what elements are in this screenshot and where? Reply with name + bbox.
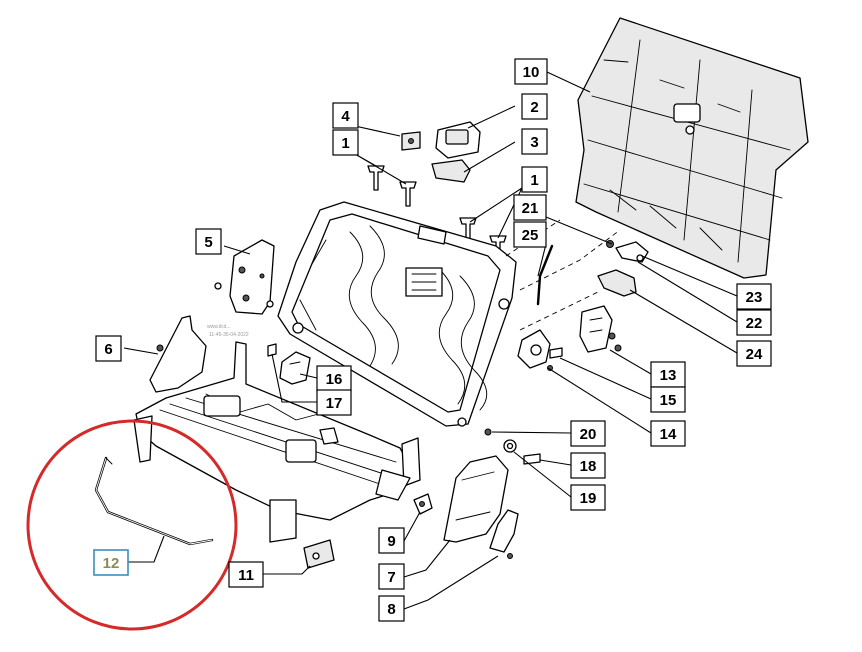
callout-10: 10 xyxy=(514,58,548,85)
callout-13: 13 xyxy=(650,361,686,388)
part-20-washer xyxy=(484,428,492,436)
callout-4: 4 xyxy=(332,102,359,129)
part-22-23-latch xyxy=(615,241,649,263)
callout-16: 16 xyxy=(316,365,352,392)
part-24-cover xyxy=(597,269,637,297)
part-11-foot xyxy=(303,539,335,569)
svg-text:1: 1 xyxy=(341,135,349,152)
svg-text:11: 11 xyxy=(238,567,254,584)
callout-18: 18 xyxy=(570,452,606,479)
svg-text:7: 7 xyxy=(387,569,395,586)
part-17-bolt xyxy=(267,343,277,357)
callout-17: 17 xyxy=(316,389,352,416)
svg-text:22: 22 xyxy=(746,315,763,332)
callout-1-right: 1 xyxy=(521,166,548,193)
part-4-plate xyxy=(401,131,421,151)
seat-back-frame xyxy=(277,201,517,427)
svg-text:16: 16 xyxy=(326,371,343,388)
callout-6: 6 xyxy=(95,335,122,362)
part-8-lever xyxy=(489,509,519,559)
callout-23: 23 xyxy=(736,283,772,310)
part-9-bushing xyxy=(413,493,433,515)
highlight-circle xyxy=(26,419,238,631)
svg-text:18: 18 xyxy=(580,458,597,475)
callout-11: 11 xyxy=(228,561,264,588)
part-19-ring xyxy=(503,439,517,453)
svg-text:25: 25 xyxy=(522,227,539,244)
leader-lines xyxy=(123,71,738,610)
callout-8: 8 xyxy=(378,595,405,622)
part-18-bolt xyxy=(523,453,541,465)
svg-text:9: 9 xyxy=(387,533,395,550)
part-7-side-trim xyxy=(443,455,509,543)
part-15-bolt xyxy=(547,347,563,371)
part-12-cable xyxy=(94,456,214,546)
part-6-trim xyxy=(149,315,207,393)
callout-22: 22 xyxy=(736,309,772,336)
callout-19: 19 xyxy=(570,484,606,511)
svg-text:13: 13 xyxy=(660,367,677,384)
assembly-dash-lines xyxy=(505,219,621,331)
callout-20: 20 xyxy=(570,420,606,447)
part-5-bracket xyxy=(214,239,275,315)
callout-9: 9 xyxy=(378,527,405,554)
svg-text:6: 6 xyxy=(104,341,112,358)
svg-text:8: 8 xyxy=(387,601,395,618)
svg-text:10: 10 xyxy=(523,64,540,81)
part-3-cover xyxy=(431,159,471,183)
callout-24: 24 xyxy=(736,340,772,367)
part-21-washer xyxy=(606,240,614,248)
watermark-line-1: www.ilcd... xyxy=(207,324,231,330)
callout-15: 15 xyxy=(650,386,686,413)
callout-14: 14 xyxy=(650,420,686,447)
part-10-backrest-panel xyxy=(575,17,809,279)
seat-base-frame xyxy=(133,341,421,543)
callout-5: 5 xyxy=(195,228,222,255)
callout-2: 2 xyxy=(521,93,548,120)
svg-text:21: 21 xyxy=(522,200,539,217)
part-2-guide xyxy=(435,121,481,159)
part-13-housing xyxy=(579,305,622,353)
part-25-rod xyxy=(536,244,554,306)
svg-text:2: 2 xyxy=(530,99,538,116)
callout-1-top: 1 xyxy=(332,129,359,156)
watermark-line-2: 11-45-35-04-2022 xyxy=(209,332,249,338)
callout-7: 7 xyxy=(378,563,405,590)
part-16-clip xyxy=(279,351,311,385)
svg-text:3: 3 xyxy=(530,134,538,151)
svg-text:24: 24 xyxy=(746,346,763,363)
watermark: www.ilcd... 11-45-35-04-2022 xyxy=(207,324,249,338)
callout-3: 3 xyxy=(521,128,548,155)
part-14-lock xyxy=(517,329,551,369)
svg-text:15: 15 xyxy=(660,392,677,409)
svg-text:5: 5 xyxy=(204,234,212,251)
callout-21: 21 xyxy=(513,194,547,221)
svg-text:4: 4 xyxy=(341,108,350,125)
callout-25: 25 xyxy=(513,221,547,248)
callout-12-highlighted: 12 xyxy=(93,549,129,576)
svg-text:23: 23 xyxy=(746,289,763,306)
svg-text:20: 20 xyxy=(580,426,597,443)
svg-text:19: 19 xyxy=(580,490,597,507)
svg-text:12: 12 xyxy=(103,555,120,572)
svg-text:14: 14 xyxy=(660,426,677,443)
svg-text:1: 1 xyxy=(530,172,538,189)
svg-text:17: 17 xyxy=(326,395,343,412)
